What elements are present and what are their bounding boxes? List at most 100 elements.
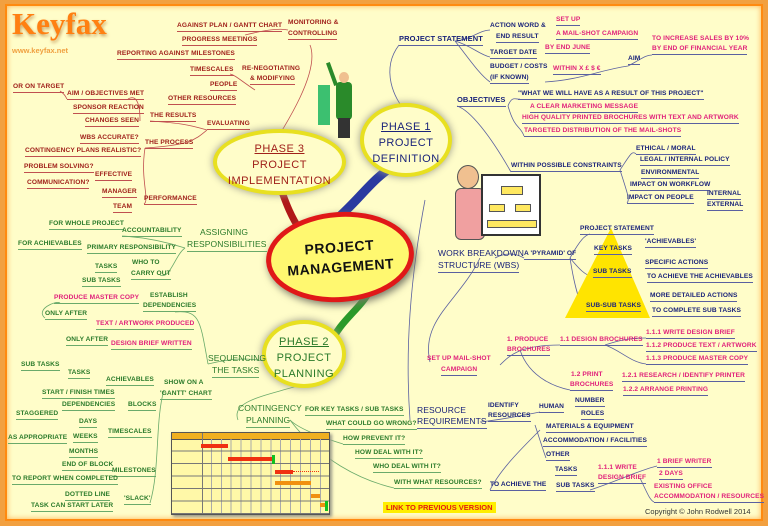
branch-label: CAMPAIGN (441, 366, 478, 376)
branch-label: REQUIREMENTS (417, 416, 487, 429)
branch-label: PRODUCE MASTER COPY (54, 294, 140, 304)
branch-label: DESIGN BRIEF (598, 474, 647, 484)
phase-1-title: PHASE 1 (381, 121, 431, 133)
branch-label: WITHIN X £ $ € (553, 65, 601, 75)
branch-label: END OF BLOCK (62, 461, 114, 471)
branch-label: 'GANTT' CHART (160, 390, 213, 400)
phase-1-line3: DEFINITION (372, 153, 440, 165)
branch-label: EFFECTIVE (95, 171, 133, 181)
website-url[interactable]: www.keyfax.net (12, 46, 68, 55)
branch-label: LEGAL / INTERNAL POLICY (640, 156, 730, 166)
branch-label: DAYS (79, 418, 98, 428)
branch-label: ESTABLISH (150, 292, 188, 299)
gantt-chart-image (171, 432, 330, 515)
branch-label: 1 BRIEF WRITER (657, 458, 712, 468)
branch-label: EXISTING OFFICE (654, 483, 713, 490)
branch-label: PROBLEM SOLVING? (24, 163, 94, 173)
branch-label: WORK BREAKDOWN (438, 248, 524, 258)
branch-label: HIGH QUALITY PRINTED BROCHURES WITH TEXT… (522, 114, 739, 124)
branch-label: MANAGER (102, 188, 137, 198)
branch-label: TARGETED DISTRIBUTION OF THE MAIL-SHOTS (524, 127, 682, 137)
branch-label: ASSIGNING (200, 227, 249, 237)
branch-label: SPONSOR REACTION (73, 104, 144, 114)
branch-label: WITHIN POSSIBLE CONSTRAINTS (511, 162, 622, 172)
branch-label: WEEKS (73, 433, 98, 443)
branch-label: MORE DETAILED ACTIONS (650, 292, 738, 302)
branch-label: 1.1.1 WRITE (598, 464, 637, 471)
previous-version-link[interactable]: LINK TO PREVIOUS VERSION (383, 502, 496, 513)
branch-label: OTHER (546, 451, 570, 461)
branch-label: SET UP MAIL-SHOT (427, 355, 491, 362)
branch-label: COMMUNICATION? (27, 179, 90, 189)
branch-label: PERFORMANCE (144, 195, 197, 205)
branch-label: MONITORING & (288, 19, 339, 26)
branch-label: DESIGN BRIEF WRITTEN (111, 340, 192, 350)
branch-label: ACHIEVABLES (106, 376, 154, 386)
branch-label: & MODIFYING (250, 75, 296, 85)
copyright-text: Copyright © John Rodwell 2014 (645, 507, 751, 516)
branch-label: WHO TO (132, 259, 160, 266)
branch-label: 1.1.1 WRITE DESIGN BRIEF (646, 329, 735, 339)
branch-label: DOTTED LINE (65, 491, 111, 501)
branch-label: IDENTIFY (488, 402, 519, 409)
branch-label: HOW DEAL WITH IT? (355, 449, 423, 459)
branch-label: DEPENDENCIES (143, 302, 197, 312)
phase-3-line3: IMPLEMENTATION (227, 175, 332, 187)
branch-label: SEQUENCING (208, 353, 267, 363)
branch-label: (IF KNOWN) (490, 74, 529, 84)
branch-label: END RESULT (496, 33, 539, 43)
branch-label: A CLEAR MARKETING MESSAGE (530, 103, 639, 113)
phase-3-title: PHASE 3 (254, 143, 305, 155)
branch-label: 1.1.2 PRODUCE TEXT / ARTWORK (646, 342, 757, 352)
branch-label: PROGRESS MEETINGS (182, 36, 258, 46)
branch-label: MILESTONES (112, 467, 156, 477)
phase-2-title: PHASE 2 (279, 336, 329, 348)
branch-label: BY END JUNE (545, 44, 591, 54)
branch-label: CARRY OUT (131, 270, 171, 280)
branch-label: SUB TASKS (556, 482, 595, 492)
branch-label: WHO DEAL WITH IT? (373, 463, 441, 473)
center-line1: PROJECT (304, 236, 375, 258)
branch-label: BROCHURES (507, 346, 551, 356)
branch-label: CONTROLLING (288, 30, 338, 40)
branch-label: THE RESULTS (150, 112, 197, 122)
branch-label: ROLES (581, 410, 605, 420)
branch-label: A 'PYRAMID' OF (524, 250, 577, 260)
branch-label: TO REPORT WHEN COMPLETED (12, 475, 118, 485)
branch-label: BROCHURES (570, 381, 614, 391)
branch-label: TASKS (68, 369, 91, 379)
branch-label: TASK CAN START LATER (31, 502, 114, 512)
branch-label: TEXT / ARTWORK PRODUCED (96, 320, 195, 330)
branch-label: ACCOMMODATION / FACILITIES (543, 437, 647, 447)
branch-label: PRIMARY RESPONSIBILITY (87, 244, 177, 254)
branch-label: ACCOUNTABILITY (122, 227, 182, 237)
branch-label: MONTHS (69, 448, 99, 458)
branch-label: ETHICAL / MORAL (636, 145, 696, 155)
branch-label: SUB TASKS (21, 361, 60, 371)
branch-label: EVALUATING (207, 120, 250, 130)
branch-label: FOR KEY TASKS / SUB TASKS (305, 406, 404, 416)
branch-label: STAGGERED (16, 410, 59, 420)
pyramid-shape (565, 228, 650, 318)
branch-label: ENVIRONMENTAL (641, 169, 700, 179)
branch-label: THE TASKS (212, 365, 260, 378)
branch-label: ACCOMMODATION / RESOURCES (654, 493, 765, 503)
branch-label: SHOW ON A (164, 379, 204, 386)
branch-label: DEPENDENCIES (62, 401, 116, 411)
branch-label: TO INCREASE SALES BY 10% (652, 35, 750, 42)
branch-label: 1.2.2 ARRANGE PRINTING (623, 386, 709, 396)
branch-label: WHAT COULD GO WRONG? (326, 420, 417, 430)
branch-label: RESPONSIBILITIES (187, 239, 267, 252)
branch-label: SET UP (556, 16, 581, 26)
branch-label: STRUCTURE (WBS) (438, 260, 520, 273)
branch-label: RESOURCE (417, 405, 466, 415)
branch-label: A MAIL-SHOT CAMPAIGN (556, 30, 639, 40)
phase-2-line3: PLANNING (273, 368, 335, 380)
branch-label: 'ACHIEVABLES' (645, 238, 697, 248)
branch-label: IMPACT ON PEOPLE (627, 194, 694, 204)
branch-label: MATERIALS & EQUIPMENT (546, 423, 634, 433)
branch-label: OTHER RESOURCES (168, 95, 237, 105)
